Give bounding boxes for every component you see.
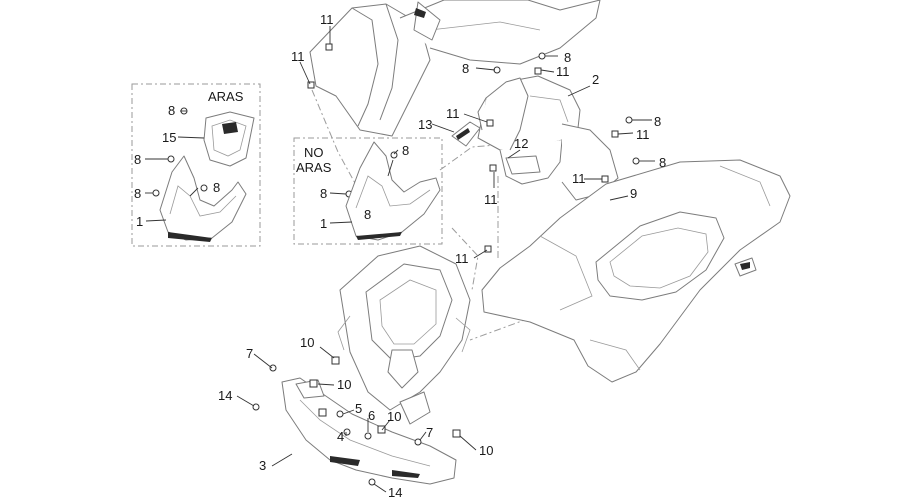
callout-label: 8: [168, 103, 175, 118]
callout-label: 8: [320, 186, 327, 201]
callout-label: 10: [479, 443, 493, 458]
callout-label: 8: [134, 186, 141, 201]
callout-label: 11: [572, 171, 586, 186]
callout-label: 8: [213, 180, 220, 195]
leader-lines: [145, 26, 655, 493]
callout-label: 2: [592, 72, 599, 87]
callout-label: 8: [564, 50, 571, 65]
callout-label: 10: [387, 409, 401, 424]
no-aras-variant-box: [293, 137, 443, 245]
callout-label: 9: [630, 186, 637, 201]
callout-label: 8: [364, 207, 371, 222]
callout-label: 13: [418, 117, 432, 132]
upper-fairing-part: [309, 0, 601, 137]
no-aras-label-line2: ARAS: [296, 160, 332, 175]
aras-variant-box: [131, 83, 261, 247]
variant-captions: ARAS NO ARAS: [208, 89, 332, 175]
callout-label: 10: [337, 377, 351, 392]
callout-label: 11: [291, 49, 305, 64]
callout-label: 7: [246, 346, 253, 361]
callout-label: 11: [484, 192, 498, 207]
callout-label: 4: [337, 429, 344, 444]
callout-label: 14: [218, 388, 232, 403]
callout-label: 8: [134, 152, 141, 167]
callout-label: 8: [402, 143, 409, 158]
callout-labels: 11 11 8 8 11 2 11 13 8 11 12 8 11 11 9 8…: [134, 12, 666, 500]
callout-label: 11: [446, 106, 460, 121]
instrument-cowl-part-2: [477, 75, 619, 201]
callout-label: 1: [136, 214, 143, 229]
callout-label: 11: [556, 64, 570, 79]
callout-label: 3: [259, 458, 266, 473]
callout-label: 14: [388, 485, 402, 500]
callout-label: 7: [426, 425, 433, 440]
callout-label: 8: [462, 61, 469, 76]
callout-label: 11: [455, 251, 469, 266]
callout-label: 11: [320, 12, 334, 27]
callout-label: 15: [162, 130, 176, 145]
callout-label: 12: [514, 136, 528, 151]
aras-label: ARAS: [208, 89, 244, 104]
callout-label: 8: [659, 155, 666, 170]
callout-label: 1: [320, 216, 327, 231]
callout-label: 8: [654, 114, 661, 129]
bracket-part-13: [451, 121, 481, 147]
headlight-frame-part: [337, 245, 471, 425]
no-aras-label-line1: NO: [304, 145, 324, 160]
front-beak-part-3: [281, 377, 457, 485]
callout-label: 5: [355, 401, 362, 416]
callout-label: 6: [368, 408, 375, 423]
callout-label: 10: [300, 335, 314, 350]
side-fairing-part: [481, 159, 791, 383]
fasteners: [152, 43, 640, 486]
callout-label: 11: [636, 127, 650, 142]
